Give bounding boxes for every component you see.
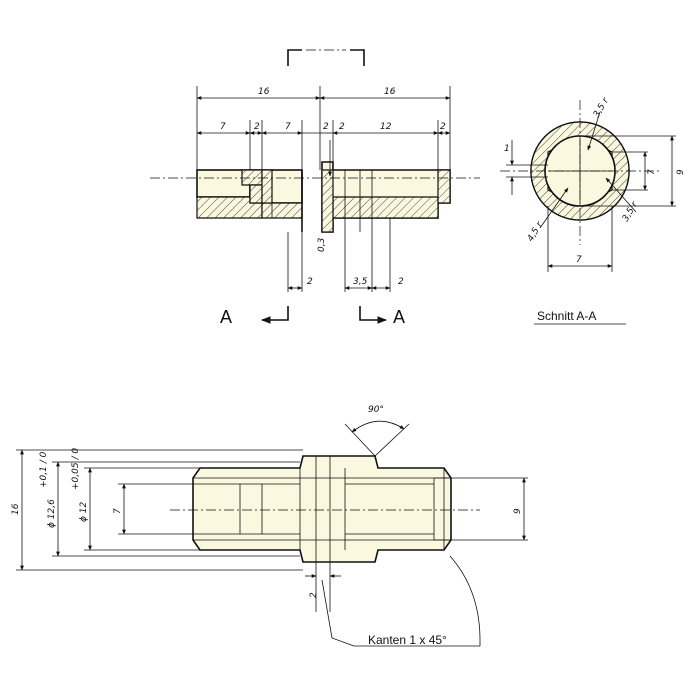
side-extension-lines [16,449,528,612]
dim-16-left: 16 [258,87,270,97]
dimension-lines [196,96,451,290]
left-half-body [196,169,303,232]
dim-16-right: 16 [384,87,396,97]
section-view: 16 16 7 2 7 2 2 12 2 0,3 2 3,5 2 A A [150,49,480,327]
side-dim-phi-12-6: ϕ 12,6 [47,499,57,528]
side-dim-9: 9 [513,508,523,514]
schnitt-radius-right: 3,5 r [621,199,641,223]
extension-lines [196,86,451,292]
schnitt-dimension-lines [506,111,676,272]
schnitt-dim-9: 9 [676,169,686,175]
schnitt-radius-top: 3,5 r [592,95,612,119]
dim-2-a: 2 [254,122,260,132]
side-dim-phi-12-tol: +0,05 / 0 [71,448,81,490]
side-dim-16: 16 [11,503,21,515]
dim-2-d: 2 [440,122,446,132]
dim-2-bottom-right: 2 [398,277,404,287]
section-label-a-right: A [393,307,405,327]
part-outline [192,455,452,563]
angle-90-label: 90° [368,405,384,415]
side-view: 16 ϕ 12,6 +0,1 / 0 ϕ 12 +0,05 / 0 7 9 2 … [11,405,528,647]
cutting-plane-marker [287,49,365,66]
side-dimension-lines [20,449,526,578]
schnitt-dim-7-horizontal: 7 [576,255,582,265]
schnitt-dim-7-vertical: 7 [647,169,657,175]
side-dim-phi-12-6-tol: +0,1 / 0 [39,451,49,488]
schnitt-radius-4-5: 4,5 r [526,219,546,243]
dim-12: 12 [380,122,392,132]
kanten-leaders [321,555,481,647]
side-view-internal-lines [193,456,451,562]
section-arrow-left [261,306,289,324]
section-label-a-left: A [220,307,232,327]
section-a-a-view: 1 7 9 7 3,5 r 3,5 r 4,5 r Schnitt A-A [500,95,686,325]
angle-90 [344,420,410,457]
dim-2-c: 2 [339,122,345,132]
schnitt-dim-1: 1 [504,144,510,154]
kanten-note: Kanten 1 x 45° [368,633,447,647]
dim-7-mid: 7 [285,122,291,132]
section-arrow-right [359,306,387,324]
dim-3-5: 3,5 [353,277,368,287]
side-dim-2: 2 [309,592,319,598]
dim-7-left: 7 [220,122,226,132]
right-half-body [321,161,451,233]
dim-2-b: 2 [323,122,329,132]
side-dim-phi-12: ϕ 12 [79,501,89,522]
dim-0-3: 0,3 [317,237,327,252]
dim-2-bottom-left: 2 [307,277,313,287]
side-dim-7: 7 [113,508,123,514]
schnitt-caption: Schnitt A-A [537,309,596,323]
